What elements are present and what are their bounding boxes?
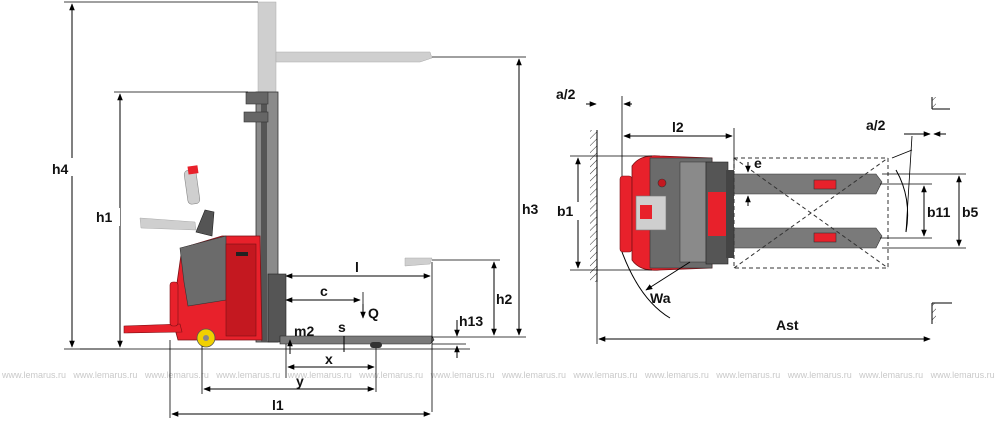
watermark-text: www.lemarus.ru (1, 370, 66, 380)
bottom-right-wall (932, 303, 936, 323)
watermark-text: www.lemarus.ru (287, 370, 352, 380)
a-half-left-label: a/2 (556, 86, 576, 102)
mast-top-block-2 (243, 111, 269, 123)
top-view: a/2 l2 a/2 e b1 b11 b5 Wa (556, 86, 979, 344)
q-label: Q (368, 305, 379, 321)
top-cover-inner (679, 161, 707, 263)
e-label: e (754, 155, 762, 171)
top-carriage (726, 170, 734, 258)
turning-arc-right (895, 169, 909, 233)
lowered-fork-ghost (404, 257, 433, 267)
watermark-text: www.lemarus.ru (144, 370, 209, 380)
watermark-text: www.lemarus.ru (501, 370, 566, 380)
l2-label: l2 (672, 119, 684, 135)
mast-inner (261, 92, 267, 342)
carriage (267, 273, 287, 343)
l1-label: l1 (272, 397, 284, 413)
y-label: y (296, 373, 304, 389)
tiller-handle (183, 169, 201, 205)
l-label: l (355, 259, 359, 275)
watermark-text: www.lemarus.ru (358, 370, 423, 380)
watermark-text: www.lemarus.ru (858, 370, 923, 380)
h13-label: h13 (459, 313, 483, 329)
rear-guard (169, 281, 179, 327)
watermark-text: www.lemarus.ru (72, 370, 137, 380)
raised-forks (275, 51, 433, 63)
top-fork-lower (733, 227, 883, 249)
watermark-text: www.lemarus.ru (572, 370, 637, 380)
operator-platform (123, 323, 183, 334)
m2-label: m2 (294, 323, 314, 339)
s-label: s (338, 319, 346, 335)
watermark-text: www.lemarus.ru (715, 370, 780, 380)
body-slot (236, 252, 248, 256)
top-rear-bumper (619, 175, 633, 253)
watermark-text: www.lemarus.ru (787, 370, 852, 380)
tiller-ghost (139, 217, 197, 231)
b1-label: b1 (557, 203, 574, 219)
body-panel (225, 243, 257, 337)
watermark-text: www.lemarus.ru (430, 370, 495, 380)
mast-top-block (245, 91, 269, 105)
h2-label: h2 (496, 291, 513, 307)
turning-arc-wa (621, 251, 671, 319)
b5-label: b5 (962, 204, 979, 220)
truck-top-cover (179, 235, 227, 307)
pallet-outline (733, 157, 889, 269)
b11-label: b11 (927, 204, 951, 220)
fork-roller-upper (813, 179, 837, 190)
c-label: c (320, 283, 328, 299)
top-indicator (657, 178, 667, 188)
watermark-text: www.lemarus.ru (644, 370, 709, 380)
top-fork-upper (733, 173, 883, 195)
top-right-wall (932, 97, 936, 109)
fork-roller (370, 342, 382, 348)
top-mast-red (708, 192, 728, 236)
h4-label: h4 (52, 161, 69, 177)
h3-label: h3 (522, 201, 539, 217)
fork-roller-lower (813, 232, 837, 243)
watermark-row: www.lemarus.ru www.lemarus.ru www.lemarus.… (1, 370, 995, 380)
raised-mast (257, 1, 277, 93)
top-tiller-head (640, 205, 652, 219)
watermark-text: www.lemarus.ru (930, 370, 995, 380)
tiller-arm (195, 209, 215, 237)
a-half-right-label: a/2 (866, 117, 886, 133)
ast-label: Ast (776, 317, 799, 333)
left-wall (590, 130, 597, 282)
tiller-head (187, 165, 199, 175)
side-view: h4 h1 h3 h2 h13 l c Q s (52, 1, 544, 418)
wa-dim-line (645, 261, 691, 291)
x-label: x (325, 351, 333, 367)
watermark-text: www.lemarus.ru (215, 370, 280, 380)
wa-label: Wa (650, 290, 671, 306)
drive-wheel-hub (203, 335, 209, 341)
h1-label: h1 (96, 209, 113, 225)
